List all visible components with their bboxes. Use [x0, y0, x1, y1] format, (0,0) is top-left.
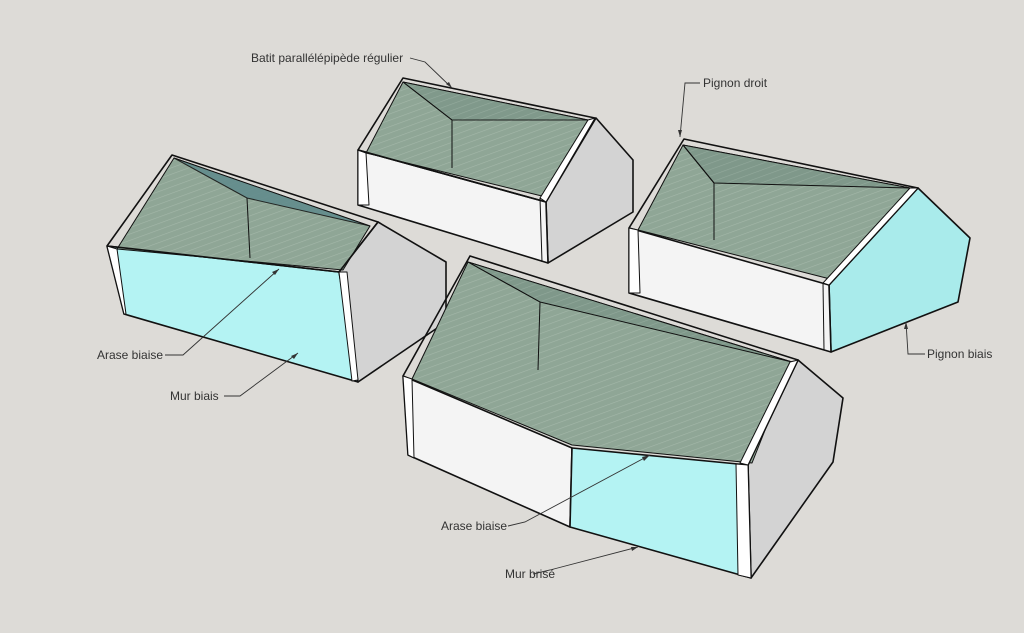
label-arase-biaise-bottom: Arase biaise: [441, 519, 507, 533]
mur-brise-wall: [569, 447, 752, 579]
leader-mur-biais: [224, 352, 299, 397]
label-mur-biais: Mur biais: [170, 389, 219, 403]
label-mur-brise: Mur brisé: [505, 567, 555, 581]
building-skewed-wall: [106, 154, 447, 383]
leader-lines: [165, 57, 925, 575]
label-pignon-droit: Pignon droit: [703, 76, 768, 90]
building-skewed-gable-house: [628, 138, 971, 353]
building-broken-wall: [402, 255, 844, 579]
label-batit: Batit parallélépipède régulier: [251, 51, 403, 65]
building-regular: [357, 77, 634, 264]
leader-arase-1: [165, 268, 280, 356]
label-pignon-biais: Pignon biais: [927, 347, 992, 361]
label-arase-biaise-left: Arase biaise: [97, 348, 163, 362]
leader-mur-brise: [532, 546, 639, 575]
labels: Batit parallélépipède régulier Pignon dr…: [97, 51, 992, 581]
leader-pignon-biais: [905, 321, 925, 355]
leader-arase-2: [507, 454, 651, 527]
leader-pignon-droit: [679, 82, 700, 138]
leader-batit: [409, 57, 453, 89]
